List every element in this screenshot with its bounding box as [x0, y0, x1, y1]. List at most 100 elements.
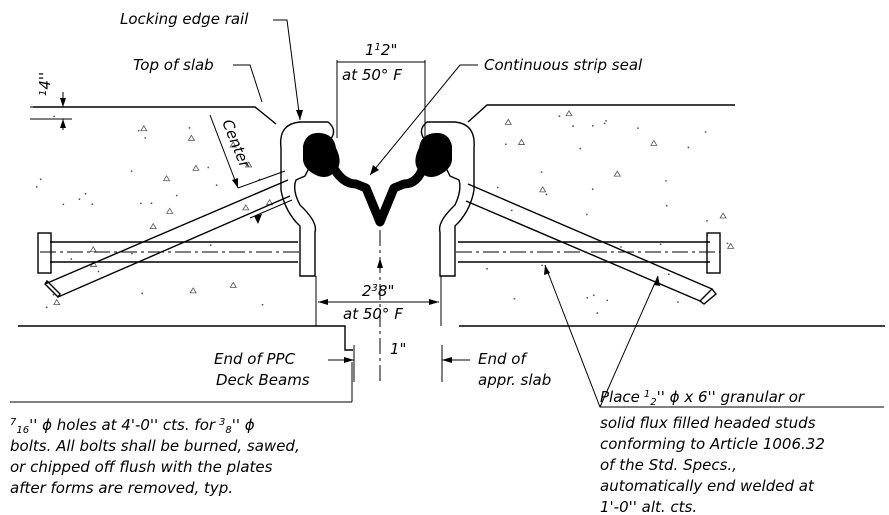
aggregate-dot [620, 246, 622, 248]
svg-text:solid flux filled headed studs: solid flux filled headed studs [600, 414, 816, 432]
aggregate-mark [726, 242, 735, 249]
aggregate-dot [676, 301, 679, 304]
svg-text:1'-0'' alt. cts.: 1'-0'' alt. cts. [600, 498, 697, 515]
aggregate-dot [137, 129, 140, 132]
aggregate-mark [229, 141, 237, 148]
aggregate-mark [187, 134, 196, 141]
aggregate-mark [165, 207, 174, 214]
aggregate-dot [513, 297, 516, 300]
aggregate-dot [84, 192, 87, 195]
aggregate-dot [603, 122, 606, 125]
left-anchor-bars [37, 179, 300, 299]
aggregate-dot [591, 124, 594, 127]
aggregate-mark [192, 164, 200, 171]
aggregate-dot [510, 209, 513, 212]
aggregate-dot [150, 202, 153, 205]
aggregate-mark [189, 287, 197, 294]
top-of-slab-label: Top of slab [133, 56, 214, 74]
aggregate-dot [704, 131, 707, 133]
gap-mid-dimension [315, 276, 442, 326]
aggregate-dot [706, 220, 708, 222]
left-edge-rail [279, 121, 340, 277]
aggregate-dot [579, 147, 582, 150]
aggregate-dot [496, 186, 499, 189]
aggregate-dot [545, 193, 548, 196]
locking-edge-rail-label: Locking edge rail [120, 10, 249, 28]
aggregate-dot [636, 127, 639, 130]
aggregate-dot [504, 143, 507, 146]
aggregate-dot [486, 267, 488, 270]
aggregate-dot [45, 306, 48, 309]
gap-mid-value: 238" [362, 282, 394, 300]
right-edge-rail [415, 121, 475, 277]
aggregate-dot [70, 258, 73, 260]
aggregate-dot [665, 180, 667, 182]
continuous-strip-seal-label: Continuous strip seal [484, 56, 643, 74]
gap-bottom-dimension [328, 345, 470, 382]
right-anchor-bars [456, 183, 721, 305]
end-ppc-label-1: End of PPC [214, 350, 296, 368]
aggregate-dot [97, 270, 100, 273]
svg-text:or chipped off flush with the: or chipped off flush with the plates [10, 458, 273, 476]
svg-text:conforming to Article 1006.32: conforming to Article 1006.32 [600, 435, 825, 453]
aggregate-dot [175, 194, 178, 197]
leader-lines [10, 19, 884, 408]
aggregate-mark [517, 138, 526, 145]
aggregate-dot [540, 171, 543, 174]
aggregate-dot [144, 137, 147, 139]
svg-text:after forms are removed, typ.: after forms are removed, typ. [10, 479, 233, 497]
aggregate-dot [78, 198, 81, 201]
aggregate-dot [541, 264, 543, 267]
gap-top-temp: at 50° F [342, 66, 402, 84]
aggregate-dot [261, 303, 264, 306]
aggregate-dot [130, 252, 133, 255]
aggregate-dot [141, 292, 144, 295]
aggregate-dot [668, 273, 670, 276]
aggregate-mark [565, 109, 573, 117]
aggregate-dot [207, 166, 210, 169]
aggregate-mark [162, 174, 171, 182]
aggregate-dot [52, 293, 55, 296]
aggregate-dot [209, 244, 212, 247]
aggregate-dot [130, 170, 133, 173]
aggregate-mark [613, 170, 621, 177]
aggregate-dot [62, 203, 65, 206]
aggregate-mark [140, 124, 148, 132]
gap-top-value: 112" [365, 41, 397, 59]
aggregate-dot [91, 203, 94, 206]
end-appr-label-2: appr. slab [478, 371, 551, 389]
svg-text:of the Std. Specs.,: of the Std. Specs., [600, 456, 737, 474]
svg-text:14'': 14'' [36, 72, 54, 96]
left-slab [18, 106, 353, 351]
aggregate-dot [596, 312, 599, 314]
aggregate-dot [591, 188, 594, 191]
gap-top-dimension [336, 60, 426, 138]
aggregate-dot [188, 127, 191, 129]
end-ppc-label-2: Deck Beams [216, 371, 310, 389]
svg-text:automatically end welded at: automatically end welded at [600, 477, 815, 495]
aggregate-dot [39, 178, 42, 181]
aggregate-dot [606, 299, 609, 302]
svg-text:bolts. All bolts shall be burn: bolts. All bolts shall be burned, sawed, [10, 437, 300, 455]
aggregate-dot [215, 184, 218, 187]
aggregate-mark [229, 281, 237, 288]
aggregate-mark [53, 298, 61, 306]
aggregate-mark [242, 204, 250, 211]
center-label: Center [218, 117, 254, 171]
aggregate-dot [586, 296, 589, 299]
aggregate-dot [726, 242, 729, 245]
aggregate-dot [140, 202, 142, 205]
aggregate-mark [504, 118, 513, 125]
aggregate-mark [650, 139, 658, 146]
aggregate-dot [659, 243, 662, 246]
aggregate-mark [719, 212, 727, 219]
aggregate-dot [665, 204, 668, 207]
quarter-inch-label: 14'' [36, 72, 54, 96]
gap-mid-temp: at 50° F [343, 305, 403, 323]
aggregate-dot [585, 213, 588, 216]
aggregate-dot [53, 115, 56, 118]
